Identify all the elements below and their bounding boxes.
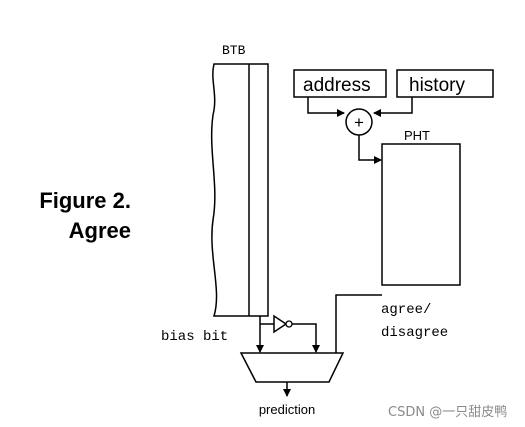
inverter-bubble — [285, 320, 293, 328]
history-to-adder-line — [373, 97, 413, 117]
inverter-to-mux-line — [292, 323, 320, 353]
history-box — [396, 69, 494, 98]
pht-output-line — [332, 294, 382, 365]
bias-bit-label: bias bit — [161, 329, 228, 345]
watermark-text: CSDN @一只甜皮鸭 — [388, 405, 508, 420]
inverter-gate — [273, 314, 288, 334]
figure-title: Agree — [68, 218, 131, 243]
multiplexer — [239, 352, 345, 383]
btb-label: BTB — [222, 43, 246, 58]
figure-number: Figure 2. — [39, 188, 131, 213]
adder-symbol: + — [354, 113, 364, 132]
address-label: address — [303, 75, 371, 96]
agree-label: agree/ — [381, 302, 431, 318]
pht-table — [381, 143, 461, 286]
adder-to-pht-line — [358, 135, 382, 164]
address-to-adder-line — [307, 97, 345, 117]
address-box — [293, 69, 387, 98]
pht-label: PHT — [404, 128, 430, 143]
btb-table — [210, 63, 269, 317]
disagree-label: disagree — [381, 325, 448, 341]
prediction-label: prediction — [259, 402, 315, 417]
history-label: history — [409, 75, 465, 96]
